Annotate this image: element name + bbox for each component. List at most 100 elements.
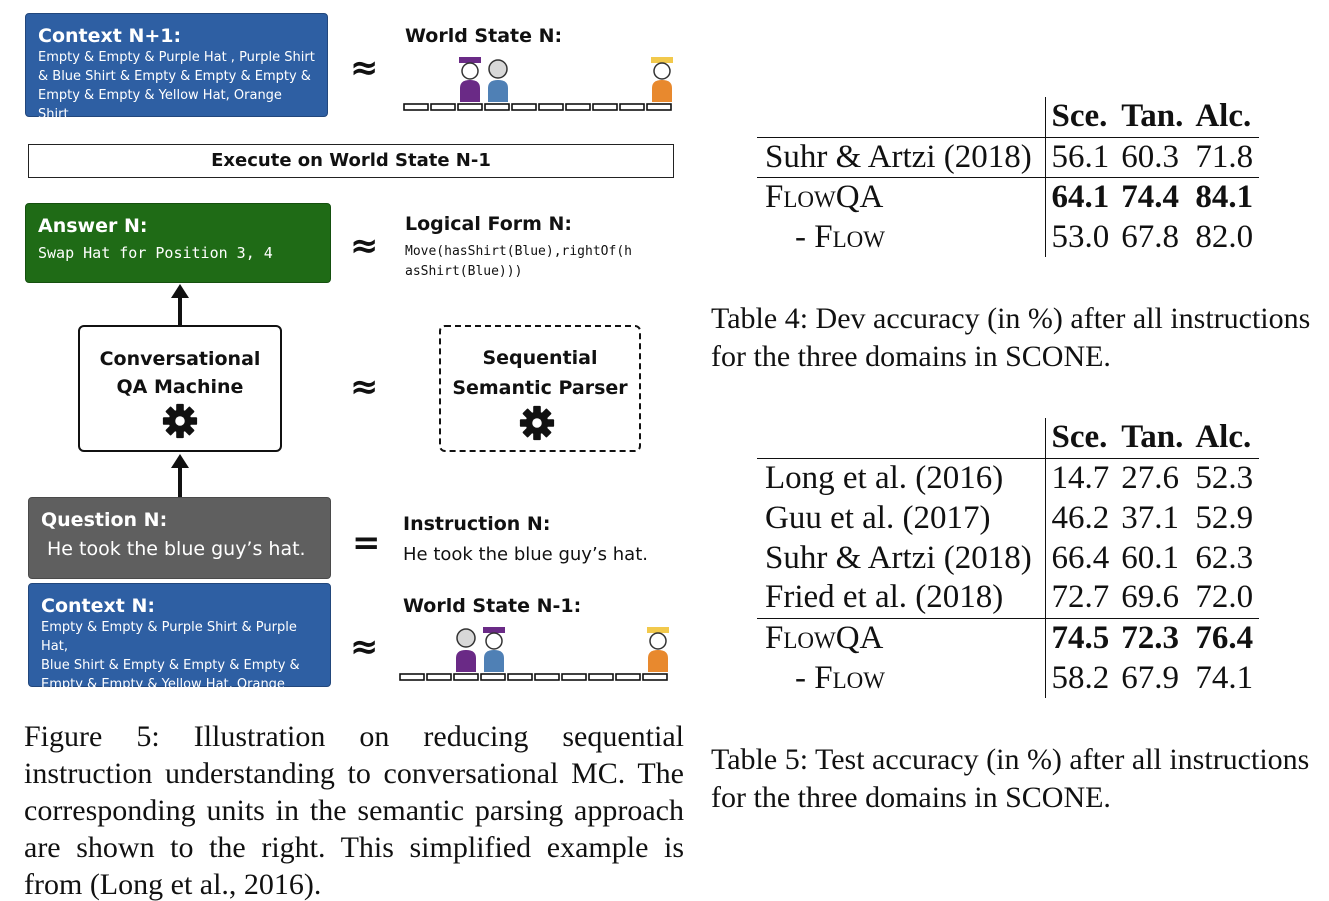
row-name: - Flow	[757, 217, 1046, 257]
table-4-caption: Table 4: Dev accuracy (in %) after all i…	[711, 302, 1311, 373]
table-header: Tan.	[1115, 97, 1190, 138]
table-header: Alc.	[1189, 418, 1260, 459]
cell: 84.1	[1189, 176, 1260, 217]
table-row: Guu et al. (2017) 46.2 37.1 52.9	[757, 498, 1259, 538]
cell: 37.1	[1121, 499, 1179, 536]
answer-text: Swap Hat for Position 3, 4	[38, 244, 273, 262]
cell: 74.1	[1195, 659, 1254, 696]
table-row: - Flow 58.2 67.9 74.1	[757, 658, 1259, 698]
cell: 66.4	[1051, 539, 1110, 576]
question-text: He took the blue guy’s hat.	[47, 538, 306, 560]
table-row: Suhr & Artzi (2018) 56.1 60.3 71.8	[757, 137, 1259, 177]
cell: 74.4	[1115, 176, 1190, 217]
context-next-line: Empty & Empty & Yellow Hat, Orange Shirt	[38, 88, 282, 122]
answer-title: Answer N:	[38, 215, 148, 237]
context-n-line: Blue Shirt & Empty & Empty & Empty &	[41, 658, 300, 673]
cell: 64.1	[1045, 176, 1116, 217]
row-name: Suhr & Artzi (2018)	[757, 538, 1046, 578]
cell: 72.0	[1195, 579, 1254, 616]
instruction-text: He took the blue guy’s hat.	[403, 544, 648, 565]
person-blue	[488, 59, 508, 102]
world-state-n-title: World State N:	[405, 25, 563, 47]
cell: 71.8	[1195, 138, 1254, 175]
cell: 14.7	[1051, 459, 1110, 496]
world-state-n-illustration	[403, 57, 673, 111]
cell: 58.2	[1051, 659, 1110, 696]
table-header: Sce.	[1045, 418, 1116, 459]
table-4: Sce. Tan. Alc. Suhr & Artzi (2018) 56.1 …	[757, 97, 1260, 257]
table-header: Sce.	[1045, 97, 1116, 138]
table-header-blank	[757, 418, 1046, 459]
person-blue	[483, 627, 505, 672]
instruction-title: Instruction N:	[403, 513, 551, 535]
gear-icon	[519, 405, 555, 441]
cell: 60.1	[1121, 539, 1179, 576]
semantic-parser-box: Sequential Semantic Parser	[439, 325, 641, 452]
table-header: Tan.	[1115, 418, 1190, 459]
cell: 82.0	[1195, 218, 1254, 255]
cell: 60.3	[1121, 138, 1179, 175]
cell: 76.4	[1189, 617, 1260, 658]
context-next-line: & Blue Shirt & Empty & Empty & Empty &	[38, 69, 311, 84]
cell: 72.7	[1051, 579, 1110, 616]
person-purple	[456, 628, 476, 672]
table-row: Suhr & Artzi (2018) 66.4 60.1 62.3	[757, 538, 1259, 578]
cell: 52.3	[1195, 459, 1254, 496]
cell: 46.2	[1051, 499, 1110, 536]
approx-symbol: ≈	[350, 226, 379, 266]
logical-form-line: asShirt(Blue)))	[405, 264, 523, 279]
cell: 72.3	[1115, 617, 1190, 658]
cell: 67.8	[1121, 218, 1179, 255]
arrow-up-icon	[171, 454, 189, 468]
cell: 53.0	[1051, 218, 1110, 255]
context-n-line: Empty & Empty & Purple Shirt & Purple Ha…	[41, 620, 297, 654]
cell: 52.9	[1195, 499, 1254, 536]
answer-box: Answer N: Swap Hat for Position 3, 4	[25, 203, 331, 283]
execute-bar: Execute on World State N-1	[28, 144, 674, 178]
table-row: FlowQA 64.1 74.4 84.1	[757, 176, 1260, 217]
person-purple	[459, 57, 481, 102]
equals-symbol: =	[352, 523, 381, 563]
gear-icon	[162, 403, 198, 439]
row-name: Guu et al. (2017)	[757, 498, 1046, 538]
table-row: FlowQA 74.5 72.3 76.4	[757, 617, 1260, 658]
approx-symbol: ≈	[350, 48, 379, 88]
row-name: - Flow	[757, 658, 1046, 698]
context-n-line: Empty & Empty & Yellow Hat, Orange Shirt	[41, 677, 285, 711]
arrow-shaft	[178, 466, 182, 497]
cell: 56.1	[1051, 138, 1110, 175]
logical-form-line: Move(hasShirt(Blue),rightOf(h	[405, 244, 632, 259]
approx-symbol: ≈	[350, 627, 379, 667]
person-orange	[647, 627, 669, 672]
table-5-caption: Table 5: Test accuracy (in %) after all …	[711, 743, 1310, 814]
table-row: Long et al. (2016) 14.7 27.6 52.3	[757, 458, 1259, 498]
row-name: Long et al. (2016)	[757, 458, 1046, 498]
world-state-prev-illustration	[399, 627, 669, 681]
semantic-parser-label: Semantic Parser	[452, 377, 628, 399]
question-title: Question N:	[41, 509, 168, 531]
world-state-prev-title: World State N-1:	[403, 595, 582, 617]
approx-symbol: ≈	[350, 367, 379, 407]
table-5: Sce. Tan. Alc. Long et al. (2016) 14.7 2…	[757, 418, 1260, 698]
context-n-box: Context N: Empty & Empty & Purple Shirt …	[28, 583, 331, 711]
row-name: FlowQA	[757, 617, 1046, 658]
figure-caption: Figure 5: Illustration on reducing seque…	[24, 720, 684, 901]
question-box: Question N: He took the blue guy’s hat.	[28, 497, 331, 579]
row-name: FlowQA	[757, 176, 1046, 217]
logical-form-text: Move(hasShirt(Blue),rightOf(h asShirt(Bl…	[405, 242, 632, 282]
qa-machine-box: Conversational QA Machine	[78, 325, 282, 452]
cell: 69.6	[1121, 579, 1179, 616]
cell: 74.5	[1045, 617, 1116, 658]
qa-machine-label: Conversational	[99, 348, 261, 370]
semantic-parser-label: Sequential	[482, 347, 598, 369]
row-name: Suhr & Artzi (2018)	[757, 137, 1046, 177]
cell: 67.9	[1121, 659, 1179, 696]
context-n-title: Context N:	[41, 595, 155, 617]
table-row: Fried et al. (2018) 72.7 69.6 72.0	[757, 578, 1259, 618]
context-next-box: Context N+1: Empty & Empty & Purple Hat …	[25, 13, 328, 122]
person-orange	[651, 57, 673, 102]
arrow-up-icon	[171, 284, 189, 298]
cell: 62.3	[1195, 539, 1254, 576]
qa-machine-label: QA Machine	[116, 376, 244, 398]
cell: 27.6	[1121, 459, 1179, 496]
